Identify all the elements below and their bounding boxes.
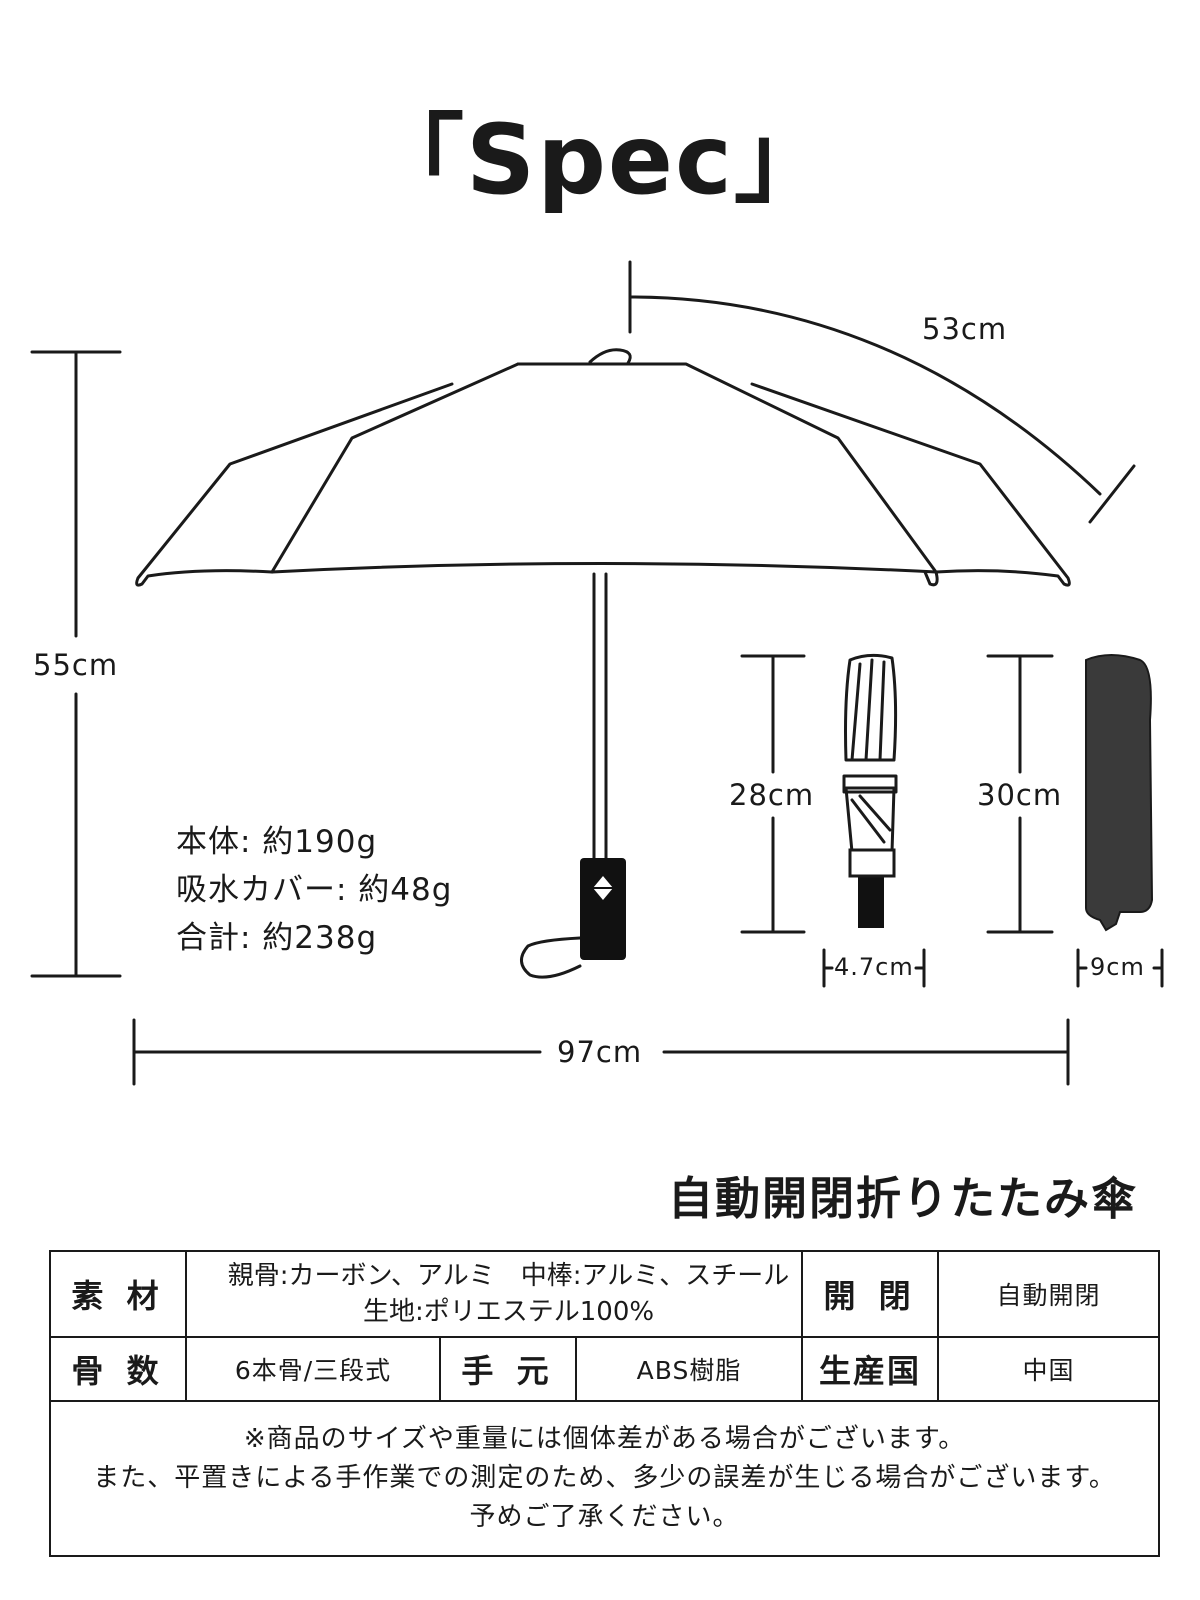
open-close-value: 自動開閉	[937, 1250, 1161, 1338]
note-line-1: ※商品のサイズや重量には個体差がある場合がございます。	[243, 1424, 966, 1454]
spec-row-ribs: 骨 数 6本骨/三段式 手 元 ABS樹脂 生産国 中国	[49, 1336, 1161, 1402]
note-line-2: また、平置きによる手作業での測定のため、多少の誤差が生じる場合がございます。	[93, 1463, 1116, 1493]
origin-label: 生産国	[801, 1336, 940, 1402]
weight-info: 本体: 約190g 吸水カバー: 約48g 合計: 約238g	[176, 818, 452, 962]
folded-diameter-label: 4.7cm	[834, 953, 914, 981]
disclaimer-note: ※商品のサイズや重量には個体差がある場合がございます。 また、平置きによる手作業…	[48, 1400, 1161, 1557]
spec-row-material: 素 材 親骨:カーボン、アルミ 中棒:アルミ、スチール 生地:ポリエステル100…	[49, 1250, 1161, 1338]
folded-umbrella	[842, 653, 898, 861]
ribs-label: 骨 数	[49, 1336, 187, 1402]
absorbent-cover	[1085, 654, 1154, 932]
material-label: 素 材	[49, 1250, 187, 1338]
width-label: 97cm	[557, 1035, 643, 1069]
cover-length-dimension-line	[986, 654, 1054, 934]
product-name: 自動開閉折りたたみ傘	[667, 1172, 1138, 1225]
body-weight: 本体: 約190g	[176, 824, 378, 860]
cover-width-label: 9cm	[1090, 953, 1145, 981]
width-dimension-line	[132, 1018, 1070, 1086]
spec-table: 素 材 親骨:カーボン、アルミ 中棒:アルミ、スチール 生地:ポリエステル100…	[48, 1250, 1161, 1557]
note-line-3: 予めご了承ください。	[469, 1502, 740, 1532]
open-close-button-icon	[593, 876, 613, 888]
folded-length-dimension-line	[740, 654, 806, 934]
material-value: 親骨:カーボン、アルミ 中棒:アルミ、スチール 生地:ポリエステル100%	[184, 1250, 804, 1338]
folded-length-label: 28cm	[729, 778, 815, 812]
page-title: 「Spec」	[368, 104, 832, 216]
cover-length-label: 30cm	[977, 778, 1063, 812]
umbrella-canopy	[135, 348, 1071, 587]
folded-diameter-dimension-line	[822, 948, 926, 988]
handle-grip	[580, 858, 626, 960]
handle-value: ABS樹脂	[574, 1336, 804, 1402]
rib-length-arc	[628, 260, 1136, 524]
height-label: 55cm	[33, 648, 119, 682]
open-close-label: 開 閉	[801, 1250, 940, 1338]
cover-width-dimension-line	[1076, 948, 1164, 988]
handle-label: 手 元	[439, 1336, 577, 1402]
height-dimension-line	[30, 350, 122, 978]
spec-row-note: ※商品のサイズや重量には個体差がある場合がございます。 また、平置きによる手作業…	[48, 1400, 1161, 1557]
material-line-1: 親骨:カーボン、アルミ 中棒:アルミ、スチール	[227, 1261, 790, 1291]
ribs-value: 6本骨/三段式	[185, 1336, 441, 1402]
cover-weight: 吸水カバー: 約48g	[176, 872, 453, 908]
origin-value: 中国	[937, 1336, 1161, 1402]
folded-umbrella-handle	[858, 872, 884, 928]
umbrella-diagram	[30, 260, 1164, 1086]
rib-length-label: 53cm	[922, 312, 1008, 346]
total-weight: 合計: 約238g	[176, 920, 378, 956]
material-line-2: 生地:ポリエステル100%	[362, 1297, 655, 1327]
